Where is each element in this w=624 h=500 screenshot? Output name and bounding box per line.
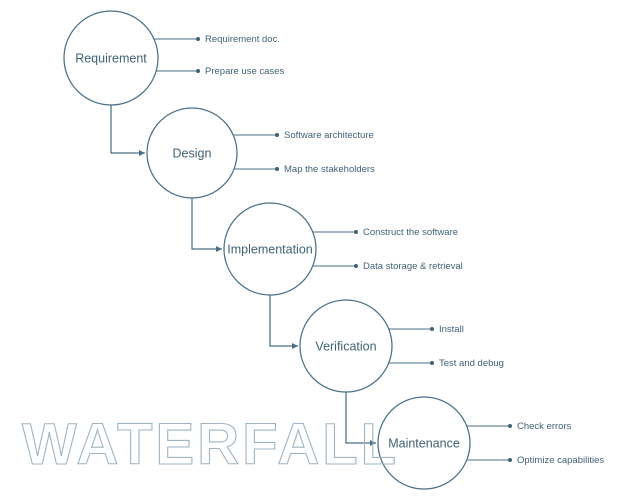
branch-label-verification-0: Install bbox=[439, 324, 464, 335]
branch-dot-verification-0 bbox=[430, 327, 434, 331]
branch-label-implementation-0: Construct the software bbox=[363, 227, 458, 238]
stage-branches: Requirement doc. Prepare use casesSoftwar… bbox=[153, 34, 604, 466]
stage-label-implementation: Implementation bbox=[227, 242, 313, 256]
branch-dot-implementation-1 bbox=[354, 264, 358, 268]
branch-dot-requirement-1 bbox=[196, 69, 200, 73]
branch-label-requirement-1: Prepare use cases bbox=[205, 66, 284, 77]
connector-requirement-to-design bbox=[110, 105, 145, 156]
stage-labels: RequirementDesignImplementationVerificat… bbox=[75, 51, 460, 450]
branch-dot-implementation-0 bbox=[354, 230, 358, 234]
stage-circle-design[interactable] bbox=[146, 107, 238, 199]
stage-label-maintenance: Maintenance bbox=[388, 436, 460, 450]
branch-dot-design-0 bbox=[275, 133, 279, 137]
branch-label-verification-1: Test and debug bbox=[439, 358, 504, 369]
stage-circle-verification[interactable] bbox=[299, 299, 393, 393]
connector-design-to-implementation bbox=[191, 198, 222, 252]
stage-label-design: Design bbox=[173, 146, 212, 160]
branch-dot-requirement-0 bbox=[196, 37, 200, 41]
branch-label-design-0: Software architecture bbox=[284, 130, 374, 141]
branch-label-maintenance-1: Optimize capabilities bbox=[517, 455, 604, 466]
connector-implementation-to-verification bbox=[269, 295, 298, 349]
branch-label-implementation-1: Data storage & retrieval bbox=[363, 261, 463, 272]
stage-circles bbox=[63, 10, 471, 490]
stage-circle-requirement[interactable] bbox=[63, 10, 159, 106]
branch-label-maintenance-0: Check errors bbox=[517, 421, 572, 432]
diagram-title: WATERFALL bbox=[22, 412, 399, 477]
branch-label-requirement-0: Requirement doc. bbox=[205, 34, 280, 45]
stage-circle-maintenance[interactable] bbox=[377, 396, 471, 490]
branch-dot-verification-1 bbox=[430, 361, 434, 365]
stage-circle-implementation[interactable] bbox=[223, 202, 317, 296]
stage-label-verification: Verification bbox=[315, 339, 376, 353]
stage-label-requirement: Requirement bbox=[75, 51, 147, 65]
stage-connectors bbox=[110, 105, 376, 446]
connector-verification-to-maintenance bbox=[345, 392, 376, 446]
branch-dot-design-1 bbox=[275, 167, 279, 171]
branch-dot-maintenance-1 bbox=[508, 458, 512, 462]
branch-label-design-1: Map the stakeholders bbox=[284, 164, 375, 175]
branch-dot-maintenance-0 bbox=[508, 424, 512, 428]
